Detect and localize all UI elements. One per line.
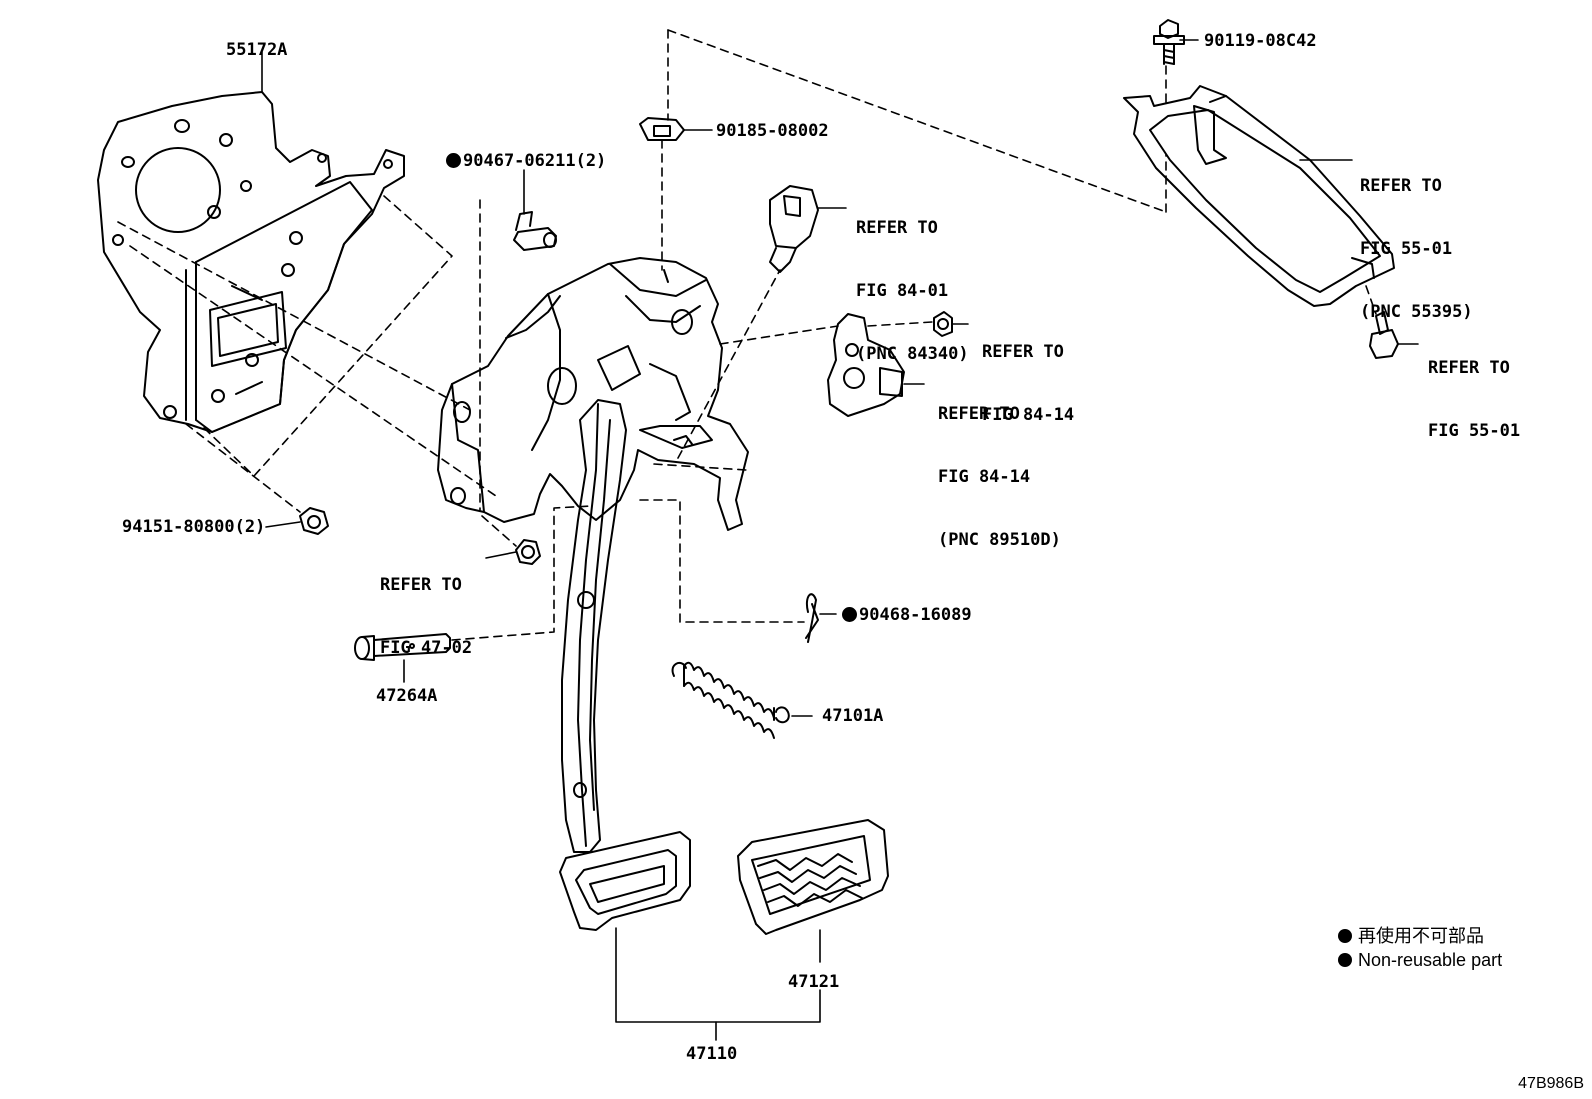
pedal-pad-drawing <box>737 819 889 935</box>
label-pedal-pad-47121: 47121 <box>788 972 840 992</box>
clip-pin-drawing <box>805 593 819 643</box>
nut-right-drawing <box>933 311 953 337</box>
label-pedal-assy-47110: 47110 <box>686 1044 738 1064</box>
clip-90185-drawing <box>639 117 685 141</box>
label-sensor-ref: REFER TO FIG 84-14 (PNC 89510D) <box>938 404 1061 550</box>
legend-row-japanese: 再使用不可部品 <box>1338 924 1502 948</box>
label-stoplamp-switch-ref: REFER TO FIG 84-01 (PNC 84340) <box>856 218 969 364</box>
non-reusable-dot-icon <box>1338 929 1352 943</box>
dashed-lines <box>117 29 1377 641</box>
label-bracket-55172a: 55172A <box>226 40 288 60</box>
label-bushing-90467: 90467-06211(2) <box>446 151 606 172</box>
screw-drawing <box>1369 311 1399 359</box>
pedal-support-drawing <box>437 257 749 531</box>
stoplamp-switch-drawing <box>769 185 819 273</box>
leader-lines <box>261 39 1419 1041</box>
pad-trim-drawing <box>1123 85 1395 307</box>
non-reusable-dot-icon <box>446 153 461 168</box>
label-spring-47101a: 47101A <box>822 706 884 726</box>
label-pin-47264a: 47264A <box>376 686 438 706</box>
non-reusable-dot-icon <box>1338 953 1352 967</box>
label-nut-right-ref: REFER TO FIG 84-14 <box>982 342 1075 425</box>
sensor-drawing <box>827 313 905 417</box>
label-pad-trim-ref: REFER TO FIG 55-01 (PNC 55395) <box>1360 176 1473 322</box>
bolt-top-drawing <box>1153 19 1185 65</box>
label-bolt-90119: 90119-08C42 <box>1204 31 1317 51</box>
legend-row-english: Non-reusable part <box>1338 948 1502 972</box>
nut-94151-drawing <box>299 507 329 535</box>
label-nut-mid-ref: REFER TO FIG 47-02 <box>380 575 473 658</box>
non-reusable-dot-icon <box>842 607 857 622</box>
pedal-arm-drawing <box>559 399 691 931</box>
nut-mid-drawing <box>515 539 541 565</box>
label-screw-ref: REFER TO FIG 55-01 <box>1428 358 1521 441</box>
spring-47101a-drawing <box>671 661 790 739</box>
label-clip-90185: 90185-08002 <box>716 121 829 141</box>
figure-code: 47B986B <box>1518 1075 1584 1092</box>
label-clip-pin-90468: 90468-16089 <box>842 605 972 626</box>
legend: 再使用不可部品 Non-reusable part <box>1338 924 1502 972</box>
bushing-drawing <box>513 211 557 251</box>
label-nut-94151: 94151-80800(2) <box>122 517 266 537</box>
bracket-55172a-drawing <box>97 91 405 433</box>
pin-47264a-drawing <box>354 633 451 661</box>
